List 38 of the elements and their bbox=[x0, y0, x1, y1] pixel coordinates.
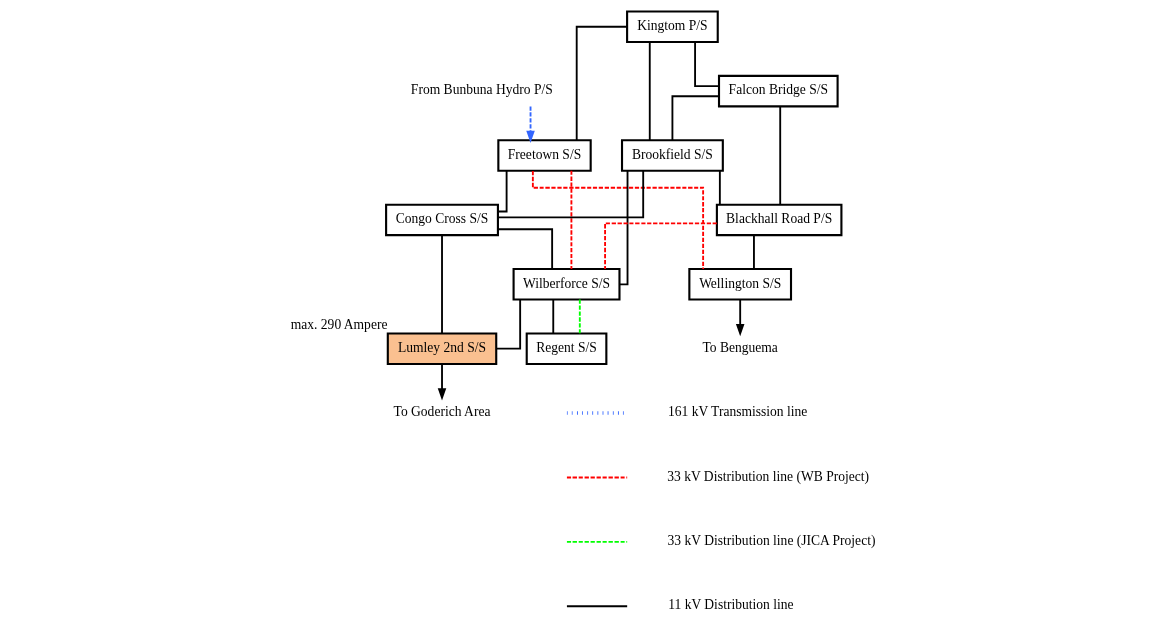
connector bbox=[694, 41, 720, 88]
node-box: Kingtom P/S bbox=[626, 10, 719, 44]
legend-label: 33 kV Distribution line (WB Project) bbox=[667, 468, 870, 484]
node-text: To Benguema bbox=[702, 339, 778, 355]
node-box: Brookfield S/S bbox=[620, 139, 724, 172]
arrow bbox=[735, 298, 745, 337]
connector bbox=[753, 234, 755, 270]
connector bbox=[779, 105, 782, 206]
legend-label: 11 kV Distribution line bbox=[668, 597, 794, 613]
connector bbox=[570, 169, 573, 270]
connector bbox=[671, 95, 720, 142]
node-box: Regent S/S bbox=[525, 332, 608, 365]
node-box: Blackhall Road P/S bbox=[715, 203, 843, 237]
node-box: Wellington S/S bbox=[688, 268, 793, 301]
connector bbox=[618, 169, 629, 286]
node-text: To Goderich Area bbox=[393, 404, 491, 420]
connector bbox=[497, 169, 508, 213]
node-box: Wilberforce S/S bbox=[512, 268, 621, 301]
connector bbox=[552, 298, 555, 335]
connector bbox=[718, 169, 721, 206]
node-box: Congo Cross S/S bbox=[385, 203, 499, 237]
connector bbox=[648, 41, 651, 142]
arrow bbox=[526, 105, 535, 143]
connector bbox=[441, 234, 443, 335]
connector bbox=[578, 298, 581, 335]
legend-label: 161 kV Transmission line bbox=[667, 404, 808, 420]
node-text: From Bunbuna Hydro P/S bbox=[410, 82, 553, 98]
connector bbox=[497, 228, 554, 270]
node-box: Freetown S/S bbox=[497, 139, 592, 172]
node-box: Lumley 2nd S/S bbox=[386, 332, 498, 365]
arrow bbox=[437, 363, 447, 401]
connector bbox=[495, 298, 522, 350]
node-box: Falcon Bridge S/S bbox=[717, 74, 839, 108]
connector bbox=[575, 25, 628, 142]
connector bbox=[604, 222, 718, 270]
node-label: max. 290 Ampere bbox=[290, 317, 388, 333]
connector bbox=[497, 169, 645, 219]
legend-label: 33 kV Distribution line (JICA Project) bbox=[667, 533, 876, 549]
